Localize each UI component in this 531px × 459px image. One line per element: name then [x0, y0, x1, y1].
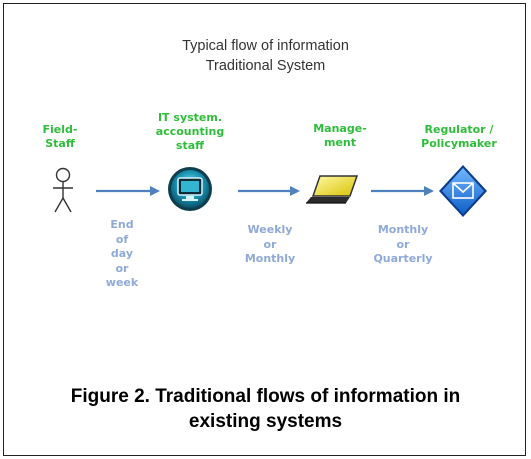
node-label-line: accounting [155, 125, 225, 138]
flow-label-line: week [105, 276, 139, 289]
flow-label-line: Weekly [247, 223, 293, 236]
flow-label-management-to-regulator: Monthly or Quarterly [358, 223, 448, 267]
flow-label-line: Monthly [244, 252, 296, 265]
flow-label-line: of [115, 232, 129, 246]
flow-label-line: or [396, 237, 410, 251]
flow-label-line: End [110, 218, 134, 231]
node-label-line: IT system. [157, 111, 223, 124]
person-icon [53, 167, 73, 213]
diagram-title-line1: Typical flow of information [182, 38, 349, 54]
node-label-line: Policymaker [421, 137, 497, 150]
node-label-line: Manage- [313, 122, 367, 135]
laptop-icon [306, 175, 359, 204]
flow-label-line: day [110, 247, 134, 260]
diagram-title-line2: Traditional System [205, 58, 326, 74]
node-label-line: Staff [45, 137, 75, 150]
figure-caption-line2: existing systems [188, 411, 343, 432]
flow-label-it-to-management: Weekly or Monthly [228, 223, 312, 267]
flow-label-line: Monthly [377, 223, 429, 236]
flow-label-field-to-it: End of day or week [92, 218, 152, 291]
monitor-icon [168, 167, 212, 211]
envelope-icon [439, 165, 487, 217]
node-label-line: Regulator / [424, 123, 494, 136]
node-label-it-system: IT system. accounting staff [140, 111, 240, 153]
node-label-regulator: Regulator / Policymaker [404, 123, 514, 151]
flow-label-line: or [263, 237, 277, 251]
node-label-line: staff [175, 139, 205, 152]
flow-label-line: or [115, 261, 129, 275]
figure-caption-line1: Figure 2. Traditional flows of informati… [70, 386, 461, 407]
node-label-line: ment [323, 136, 356, 149]
flow-label-line: Quarterly [373, 252, 433, 265]
node-label-field-staff: Field- Staff [30, 123, 90, 151]
figure-frame [3, 3, 526, 456]
node-label-management: Manage- ment [300, 122, 380, 150]
node-label-line: Field- [42, 123, 78, 136]
